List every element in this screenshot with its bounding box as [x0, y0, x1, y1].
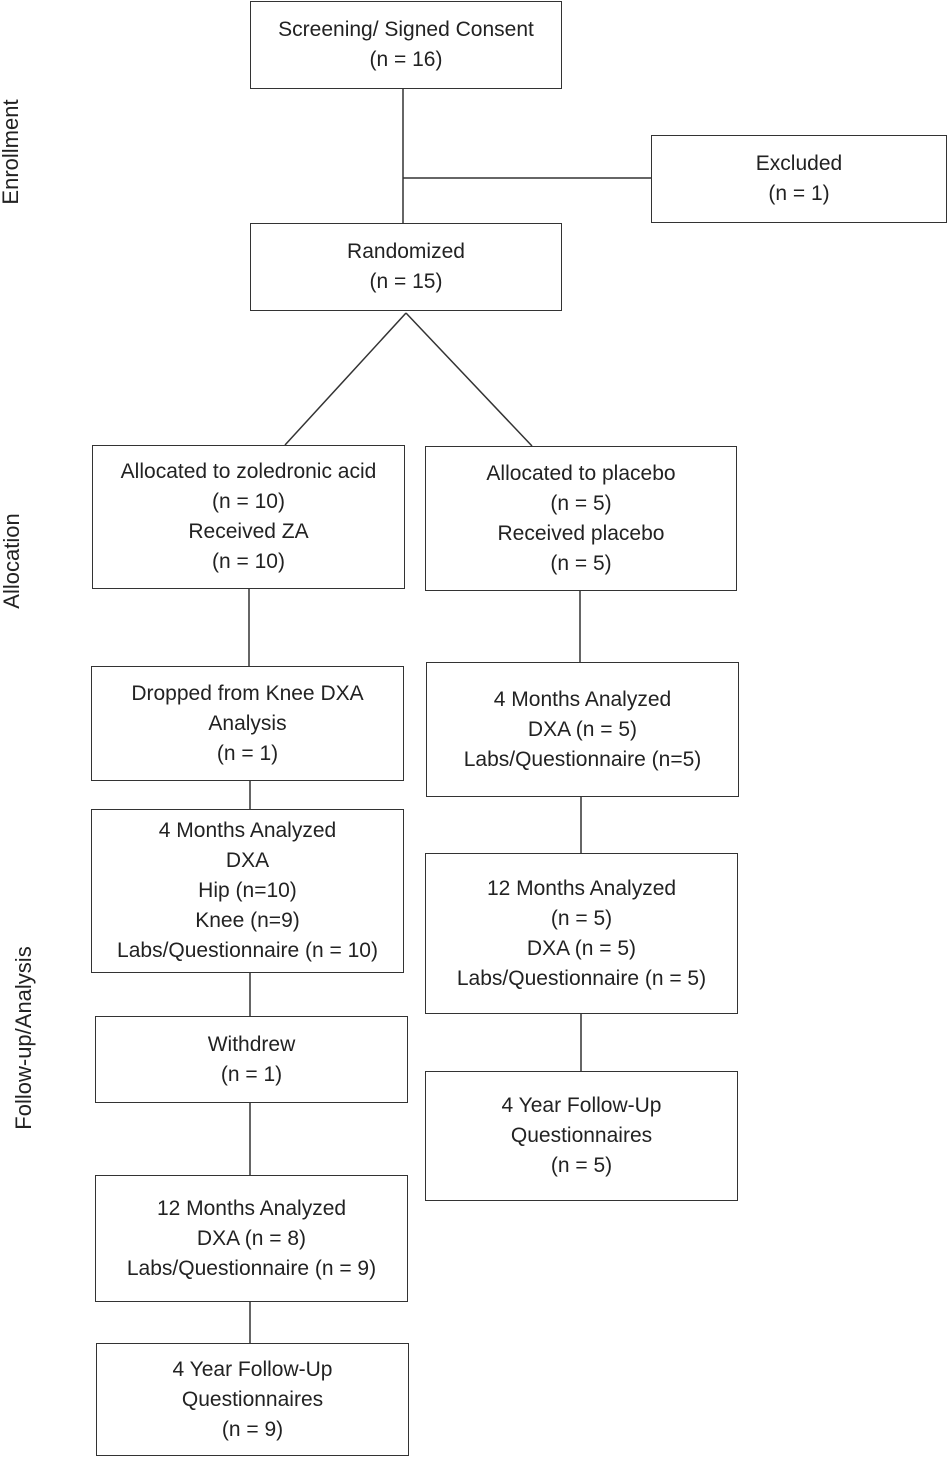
box-za-allocation-line: Allocated to zoledronic acid: [120, 460, 377, 483]
box-randomized-line: Randomized: [347, 240, 465, 263]
box-placebo-4-months-line: 4 Months Analyzed: [493, 687, 672, 711]
box-za-4-months-line: Knee (n=9): [195, 909, 300, 932]
box-placebo-4-months-line: Labs/Questionnaire (n=5): [463, 747, 702, 771]
box-placebo-12-months-line: 12 Months Analyzed: [486, 876, 677, 900]
box-placebo-4-year-line: 4 Year Follow-Up: [501, 1094, 662, 1117]
box-placebo-12-months-line: DXA (n = 5): [526, 936, 637, 960]
box-randomized: Randomized (n = 15): [250, 223, 562, 311]
box-za-dropped-knee-dxa: Dropped from Knee DXA Analysis (n = 1): [91, 666, 404, 781]
box-za-12-months-line: 12 Months Analyzed: [156, 1196, 347, 1220]
box-screening-line: Screening/ Signed Consent: [278, 18, 534, 41]
box-za-4-year-line: 4 Year Follow-Up: [172, 1357, 333, 1381]
stage-label-followup: Follow-up/Analysis: [11, 946, 36, 1130]
box-za-dropped-line: Analysis: [208, 711, 287, 735]
box-za-12-months-line: Labs/Questionnaire (n = 9): [126, 1256, 377, 1280]
box-placebo-allocation-line: (n = 5): [550, 551, 612, 575]
box-za-4-months-line: 4 Months Analyzed: [158, 819, 337, 842]
stage-label-enrollment: Enrollment: [0, 99, 23, 205]
box-za-allocation-line: (n = 10): [212, 490, 285, 513]
box-za-4-months-line: DXA: [225, 849, 270, 872]
connector-randomized-za: [284, 312, 407, 446]
box-placebo-allocation-line: Received placebo: [497, 521, 665, 545]
box-placebo-allocation-line: (n = 5): [550, 491, 612, 515]
box-randomized-line: (n = 15): [369, 270, 443, 293]
box-za-dropped-line: Dropped from Knee DXA: [131, 681, 364, 705]
box-placebo-4-year-line: (n = 5): [550, 1154, 613, 1177]
box-excluded-line: (n = 1): [768, 182, 830, 205]
box-za-allocation-line: (n = 10): [212, 550, 285, 573]
box-placebo-allocation-line: Allocated to placebo: [486, 461, 676, 485]
box-placebo-4-year: 4 Year Follow-Up Questionnaires (n = 5): [425, 1071, 738, 1201]
box-za-withdrew: Withdrew (n = 1): [95, 1016, 408, 1103]
box-za-12-months-line: DXA (n = 8): [196, 1226, 307, 1250]
box-placebo-4-year-line: Questionnaires: [510, 1124, 653, 1147]
box-za-4-year: 4 Year Follow-Up Questionnaires (n = 9): [96, 1343, 409, 1456]
box-placebo-4-months-line: DXA (n = 5): [527, 717, 638, 741]
box-placebo-12-months: 12 Months Analyzed (n = 5) DXA (n = 5) L…: [425, 853, 738, 1014]
box-za-allocation-line: Received ZA: [188, 520, 309, 543]
stage-label-allocation: Allocation: [0, 513, 24, 609]
box-placebo-12-months-line: Labs/Questionnaire (n = 5): [456, 966, 707, 990]
box-za-4-months-line: Hip (n=10): [198, 879, 297, 902]
box-screening: Screening/ Signed Consent (n = 16): [250, 1, 562, 89]
box-za-12-months: 12 Months Analyzed DXA (n = 8) Labs/Ques…: [95, 1175, 408, 1302]
box-za-4-months: 4 Months Analyzed DXA Hip (n=10) Knee (n…: [91, 809, 404, 973]
box-placebo-allocation: Allocated to placebo (n = 5) Received pl…: [425, 446, 737, 591]
box-za-withdrew-line: (n = 1): [220, 1062, 283, 1086]
box-placebo-12-months-line: (n = 5): [550, 906, 613, 930]
box-za-4-year-line: Questionnaires: [181, 1387, 324, 1411]
box-za-withdrew-line: Withdrew: [207, 1032, 296, 1056]
box-za-4-year-line: (n = 9): [221, 1417, 284, 1441]
box-za-dropped-line: (n = 1): [216, 741, 279, 765]
connector-randomized-placebo: [405, 312, 533, 447]
box-excluded: Excluded (n = 1): [651, 135, 947, 223]
box-placebo-4-months: 4 Months Analyzed DXA (n = 5) Labs/Quest…: [426, 662, 739, 797]
box-za-allocation: Allocated to zoledronic acid (n = 10) Re…: [92, 445, 405, 589]
box-excluded-line: Excluded: [755, 152, 843, 175]
box-za-4-months-line: Labs/Questionnaire (n = 10): [117, 939, 378, 962]
box-screening-line: (n = 16): [369, 48, 443, 71]
